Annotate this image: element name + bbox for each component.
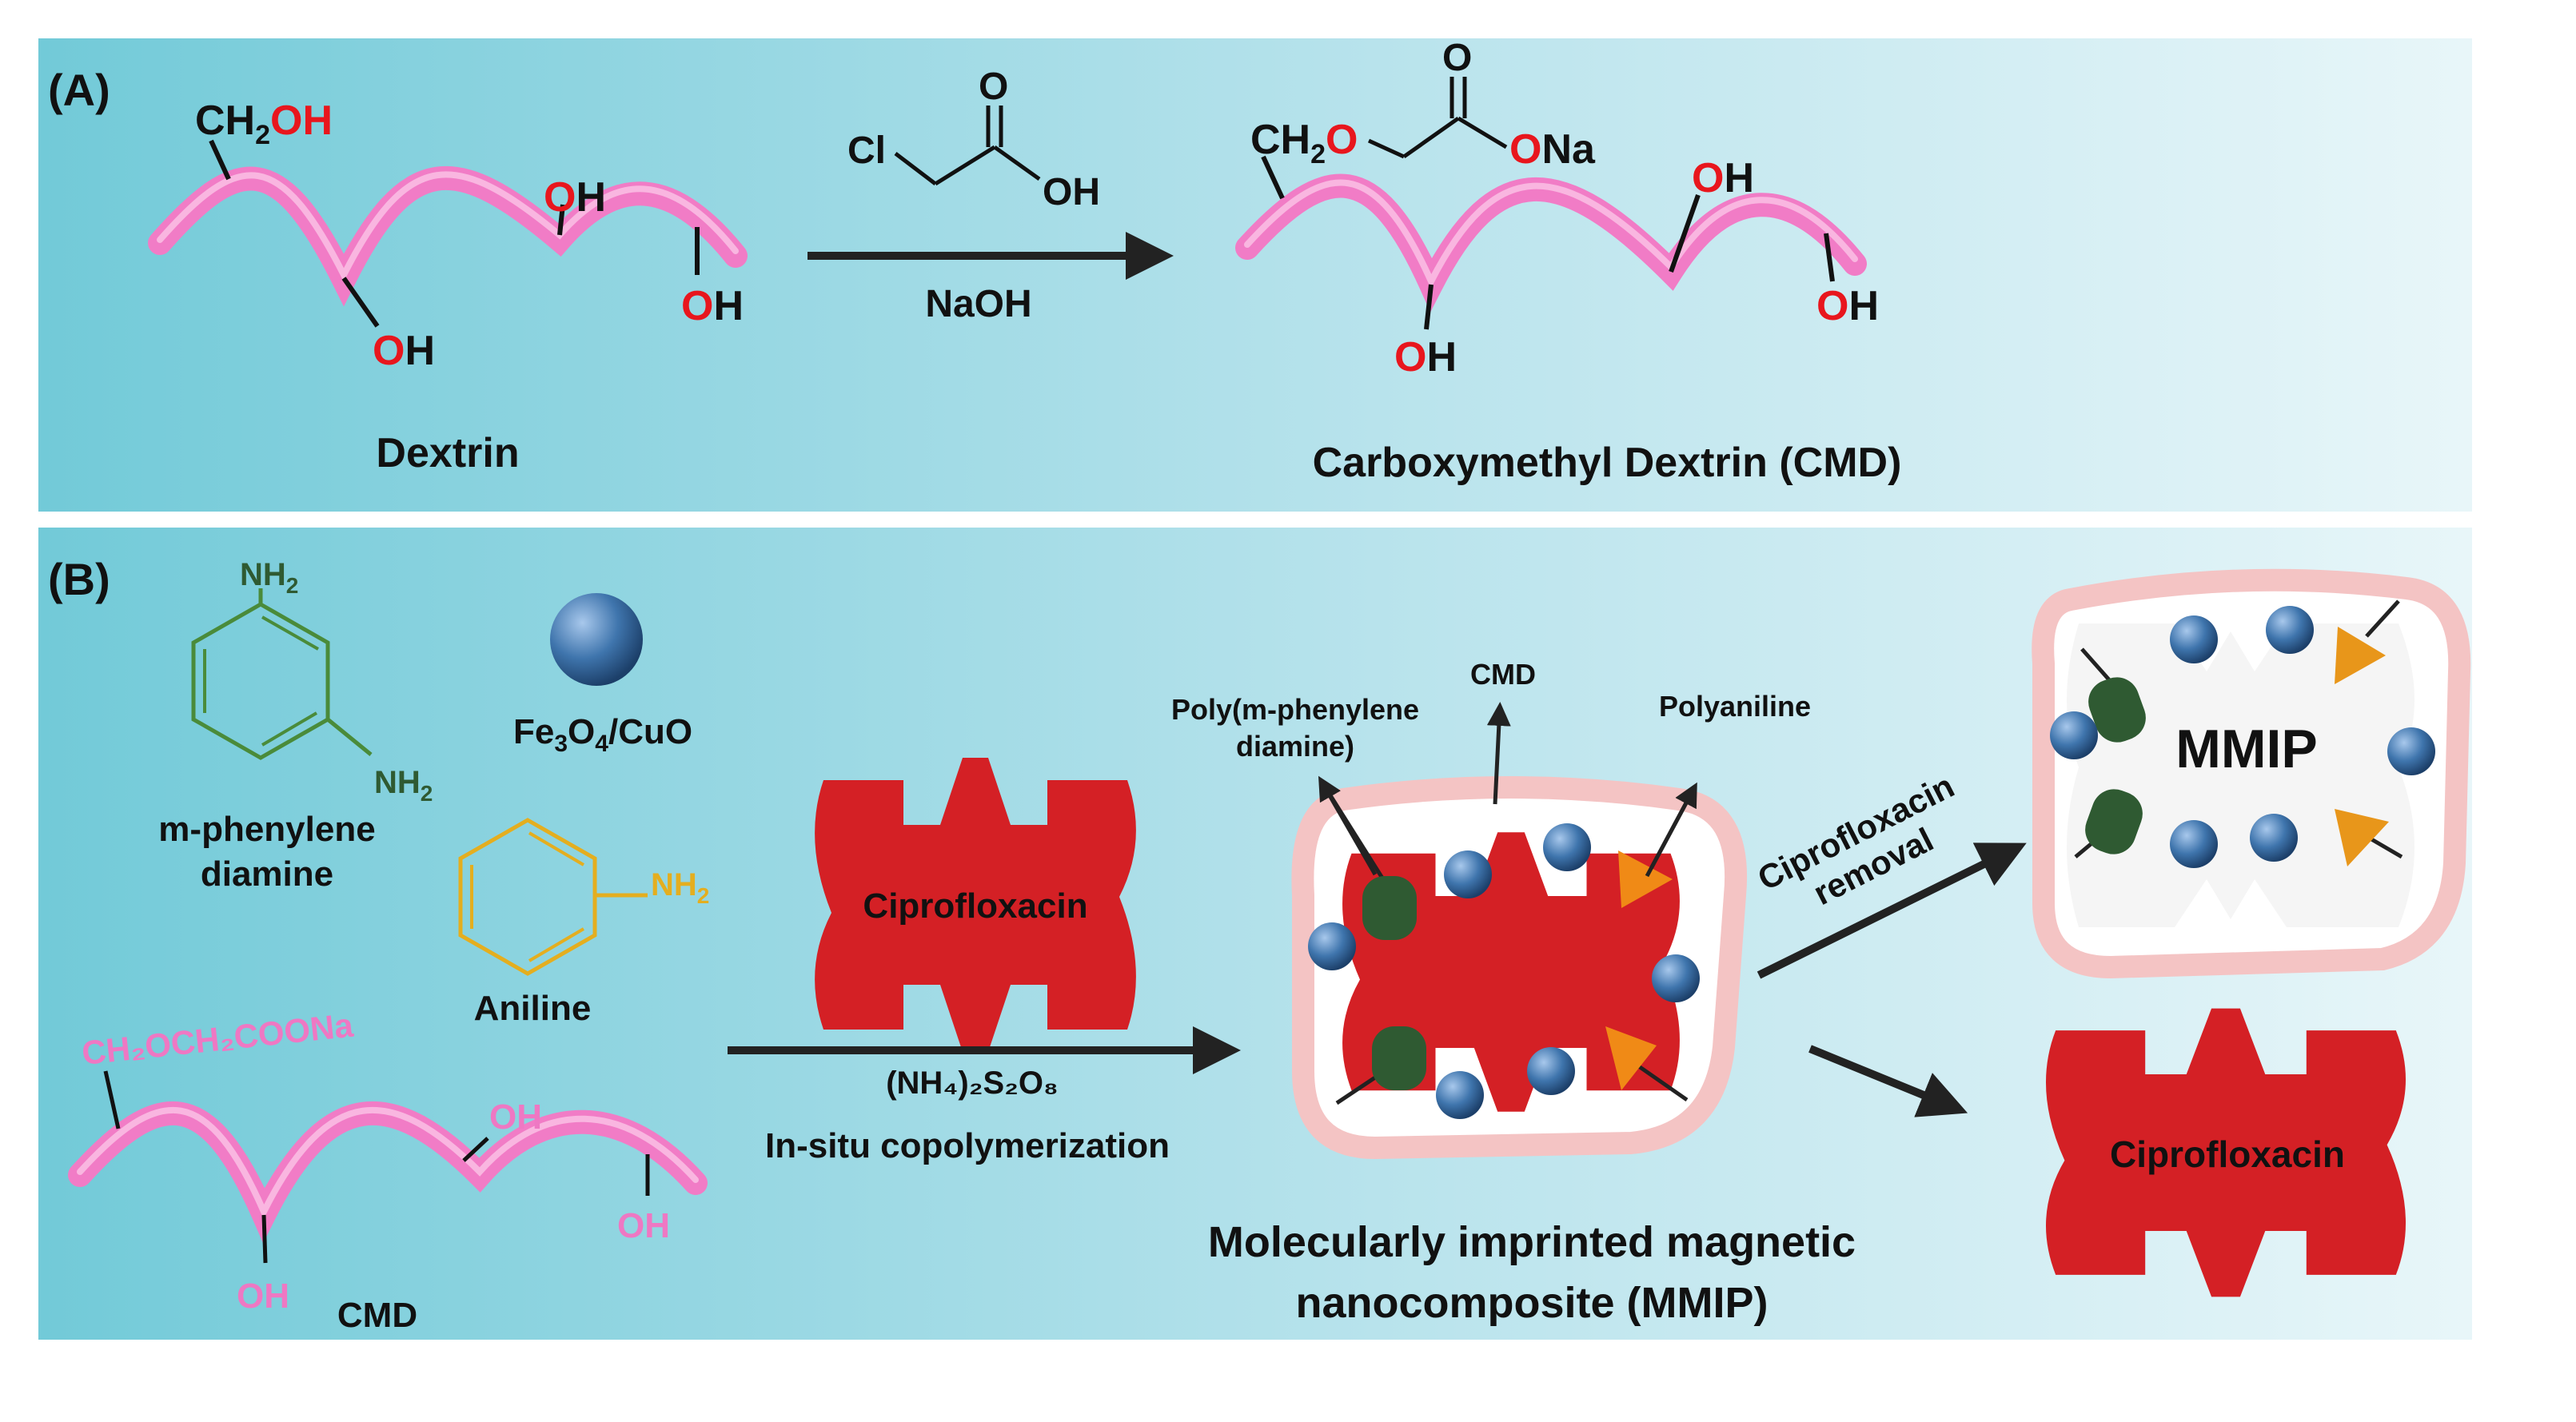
pani-site bbox=[2335, 627, 2386, 684]
pmpd-site bbox=[1372, 1026, 1426, 1090]
cmd-carbonyl-o: O bbox=[1442, 37, 1472, 79]
reagent-cl: Cl bbox=[847, 129, 886, 172]
nanoparticle-icon bbox=[1543, 823, 1591, 871]
pmpd-site bbox=[2088, 677, 2146, 743]
label-cmd: CMD bbox=[1470, 658, 1536, 691]
dextrin-name: Dextrin bbox=[376, 430, 519, 476]
panel-a-label: (A) bbox=[48, 65, 110, 115]
nanoparticle-icon bbox=[550, 593, 643, 686]
pmpd-site bbox=[2085, 789, 2143, 854]
cmd-b-name: CMD bbox=[337, 1296, 417, 1335]
cmd-name-a: Carboxymethyl Dextrin (CMD) bbox=[1313, 440, 1902, 486]
cmd-chain-a bbox=[1235, 173, 1867, 313]
fe3o4-cuo-particle: Fe3O4/CuO bbox=[513, 593, 692, 757]
pani-site bbox=[2335, 809, 2389, 866]
label-poly-mpd-line1: Poly(m-phenylene bbox=[1171, 693, 1419, 726]
fe3o4-cuo-label: Fe3O4/CuO bbox=[513, 712, 692, 757]
cmd-b-oh-bottom: OH bbox=[237, 1277, 289, 1316]
copolymerization-condition: In-situ copolymerization bbox=[765, 1126, 1170, 1165]
pmpd-site bbox=[1362, 876, 1417, 940]
mpd-name-line1: m-phenylene bbox=[158, 810, 375, 849]
dextrin-ch2oh: CH2OH bbox=[195, 98, 333, 150]
mmip-with-template: Poly(m-phenylene diamine) CMD Polyanilin… bbox=[1171, 658, 1811, 1160]
pani-site bbox=[1618, 850, 1673, 908]
mmip-caption-line1: Molecularly imprinted magnetic bbox=[1208, 1218, 1856, 1266]
cmd-ona: ONa bbox=[1509, 126, 1596, 173]
panel-b: (B) NH2 NH2 m-phenylene diamine Fe3O4/Cu… bbox=[38, 528, 2472, 1340]
condition-naoh: NaOH bbox=[925, 283, 1031, 325]
dextrin-oh-mid: OH bbox=[544, 174, 606, 221]
nanoparticle-icon bbox=[1436, 1071, 1484, 1119]
ciprofloxacin-label: Ciprofloxacin bbox=[863, 886, 1087, 926]
cmd-b-oh-end: OH bbox=[617, 1206, 670, 1245]
cmd-oh-top: OH bbox=[1692, 155, 1754, 201]
nanoparticle-icon bbox=[2387, 727, 2435, 775]
m-phenylenediamine-structure: NH2 NH2 m-phenylene diamine bbox=[158, 557, 433, 894]
mpd-nh2-top: NH2 bbox=[240, 557, 298, 598]
mmip-after-removal: MMIP bbox=[2032, 568, 2471, 979]
cmd-ch2o: CH2O bbox=[1250, 117, 1358, 169]
aniline-name: Aniline bbox=[474, 989, 592, 1028]
panel-a-background bbox=[38, 38, 2472, 512]
reagent-chloroacetic-acid: Cl O OH bbox=[847, 66, 1100, 213]
mpd-name-line2: diamine bbox=[201, 854, 333, 894]
nanoparticle-icon bbox=[2266, 606, 2314, 654]
persulfate-reagent: (NH₄)₂S₂O₈ bbox=[886, 1066, 1059, 1101]
aniline-structure: NH2 Aniline bbox=[458, 818, 709, 1028]
nanoparticle-icon bbox=[1444, 850, 1492, 898]
mmip-label: MMIP bbox=[2175, 719, 2318, 779]
dextrin-molecule: CH2OH OH OH OH Dextrin bbox=[148, 98, 748, 476]
removal-arrow bbox=[1757, 842, 2027, 979]
dextrin-oh-bottom: OH bbox=[373, 328, 435, 374]
cmd-oh-bottom: OH bbox=[1394, 334, 1457, 380]
cmd-b-oh-right: OH bbox=[489, 1097, 542, 1137]
cmd-molecule-a: CH2O O ONa OH OH OH Carboxymethyl Dextri… bbox=[1235, 37, 1902, 486]
dextrin-chain bbox=[148, 166, 748, 307]
nanoparticle-icon bbox=[1308, 922, 1356, 970]
label-polyaniline: Polyaniline bbox=[1659, 690, 1811, 723]
pani-site bbox=[1605, 1026, 1657, 1090]
nanoparticle-icon bbox=[2170, 615, 2218, 663]
reagent-oh: OH bbox=[1043, 171, 1100, 213]
reagent-o: O bbox=[979, 66, 1008, 108]
imprinted-cavity bbox=[2067, 623, 2415, 927]
nanoparticle-icon bbox=[1527, 1047, 1575, 1095]
mmip-caption-line2: nanocomposite (MMIP) bbox=[1296, 1279, 1769, 1327]
nanoparticle-icon bbox=[2170, 820, 2218, 868]
dextrin-oh-end: OH bbox=[681, 283, 744, 329]
cmd-oh-end: OH bbox=[1816, 283, 1879, 329]
nanoparticle-icon bbox=[2250, 814, 2298, 862]
nanoparticle-icon bbox=[1652, 954, 1700, 1002]
panel-a: (A) CH2OH OH OH OH Dextrin Cl O OH bbox=[38, 37, 2472, 512]
mpd-nh2-right: NH2 bbox=[374, 765, 433, 806]
aniline-nh2: NH2 bbox=[651, 867, 709, 908]
nanoparticle-icon bbox=[2050, 711, 2098, 759]
label-poly-mpd-line2: diamine) bbox=[1236, 730, 1354, 763]
release-arrow bbox=[1808, 1045, 1968, 1117]
ciprofloxacin-template: Ciprofloxacin bbox=[815, 758, 1136, 1052]
released-ciprofloxacin-label: Ciprofloxacin bbox=[2110, 1133, 2345, 1175]
panel-b-label: (B) bbox=[48, 554, 110, 604]
